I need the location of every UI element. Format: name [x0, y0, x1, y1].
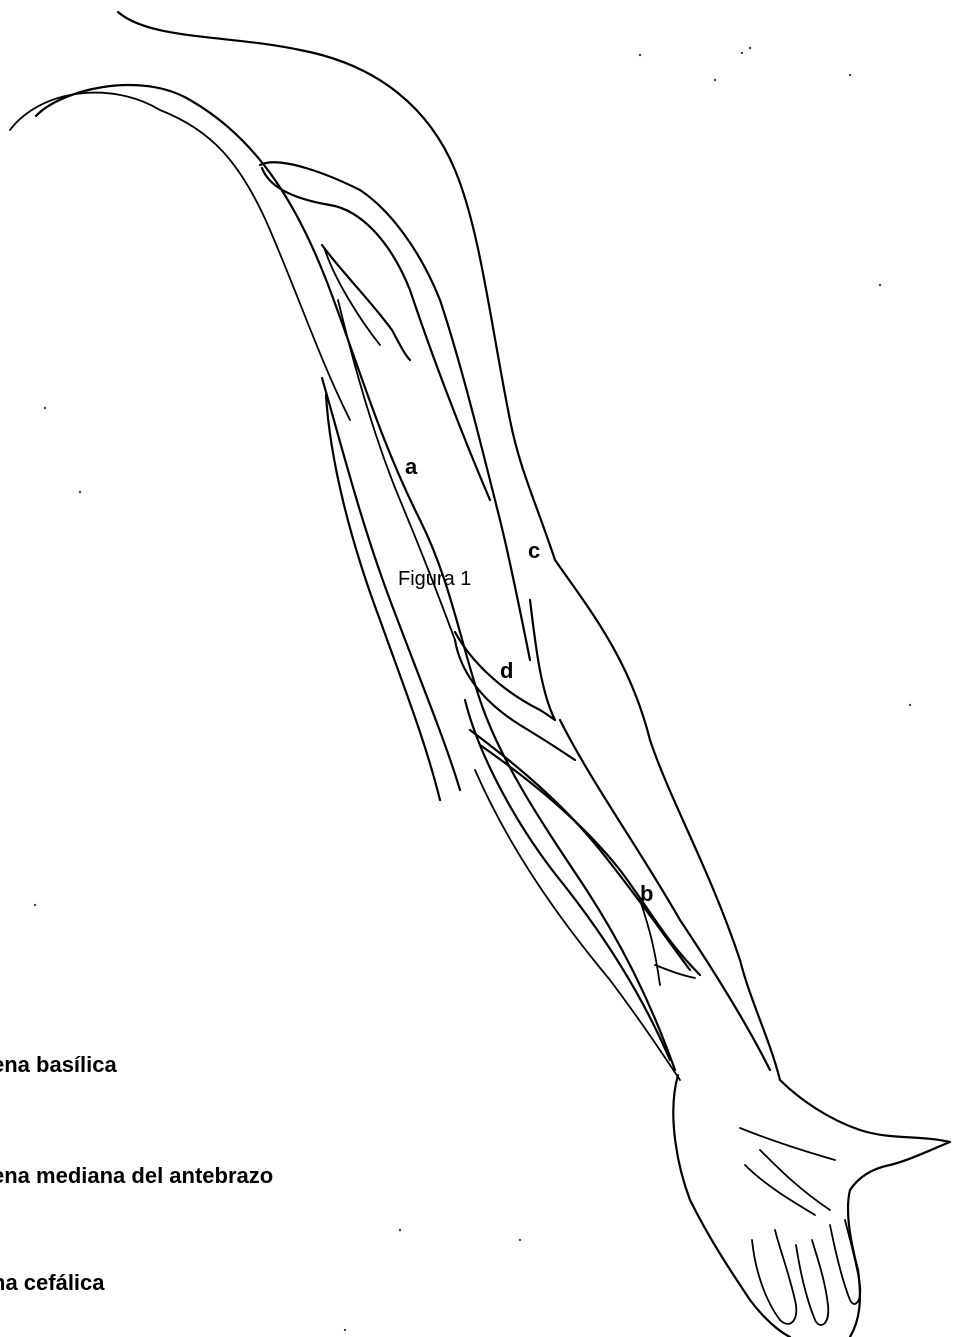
hand-outline	[673, 1075, 950, 1337]
forearm-vein-5	[475, 770, 680, 1080]
label-d: d	[500, 660, 513, 682]
speck	[44, 407, 46, 409]
legend-item-cefalica: na cefálica	[0, 1270, 105, 1296]
label-b: b	[640, 883, 653, 905]
speck	[741, 52, 743, 54]
speck	[714, 79, 716, 81]
legend-item-basilica: ena basílica	[0, 1052, 117, 1078]
figure-caption: Figura 1	[398, 568, 471, 591]
speck	[34, 904, 36, 906]
palm-crease-2	[760, 1150, 830, 1210]
arm-inner-contour	[36, 85, 675, 1070]
speck	[879, 284, 881, 286]
label-a: a	[405, 456, 417, 478]
forearm-vein-4	[560, 720, 770, 1070]
legend-item-mediana: ena mediana del antebrazo	[0, 1163, 273, 1189]
speck	[399, 1229, 401, 1231]
arm-inner-contour-2	[10, 93, 350, 420]
speck	[849, 74, 851, 76]
finger-2	[796, 1240, 828, 1325]
speck	[79, 491, 81, 493]
upper-vein-loop	[260, 162, 530, 660]
label-c: c	[528, 540, 540, 562]
palm-crease-3	[745, 1165, 815, 1215]
speck	[519, 1239, 521, 1241]
finger-3	[830, 1220, 860, 1304]
upper-vein-loop-inner	[262, 168, 490, 500]
speck	[909, 704, 911, 706]
speck	[344, 1329, 346, 1331]
speck	[749, 47, 751, 49]
palm-crease-1	[740, 1128, 835, 1160]
speck	[639, 54, 641, 56]
forearm-vein-2	[470, 730, 690, 970]
